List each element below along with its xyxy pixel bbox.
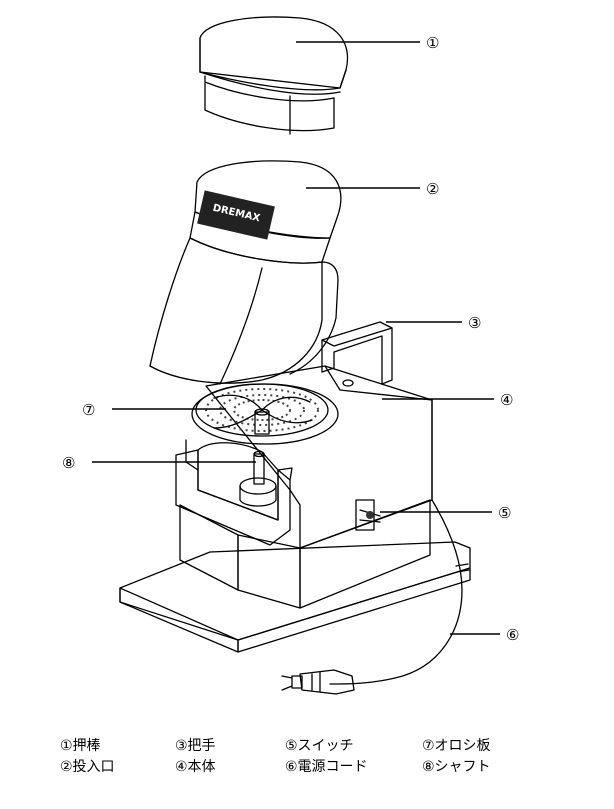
legend-item-body: ④本体 — [175, 759, 216, 775]
legend-item-pusher: ①押棒 — [60, 738, 101, 754]
hopper-part: DREMAX — [149, 160, 342, 385]
leader-lines — [92, 41, 500, 635]
legend-item-shaft: ⑧シャフト — [422, 759, 491, 775]
legend-item-grating-plate: ⑦オロシ板 — [422, 738, 491, 754]
legend-item-hopper: ②投入口 — [60, 759, 115, 775]
power-cord — [281, 499, 470, 695]
callout-labels: ① ② ③ ④ ⑤ ⑥ ⑦ ⑧ — [62, 34, 519, 644]
callout-1: ① — [426, 34, 439, 52]
legend-item-power-cord: ⑥電源コード — [285, 759, 368, 775]
callout-2: ② — [426, 180, 439, 198]
legend-item-switch: ⑤スイッチ — [285, 738, 354, 754]
callout-6: ⑥ — [506, 626, 519, 644]
callout-8: ⑧ — [62, 454, 75, 472]
handle-part — [321, 321, 393, 385]
callout-5: ⑤ — [498, 504, 511, 522]
callout-4: ④ — [500, 391, 513, 409]
main-body — [119, 365, 471, 653]
legend-item-handle: ③把手 — [175, 738, 216, 754]
callout-7: ⑦ — [82, 401, 95, 419]
callout-3: ③ — [468, 314, 481, 332]
pusher-part — [199, 16, 349, 135]
grating-plate — [191, 383, 339, 445]
